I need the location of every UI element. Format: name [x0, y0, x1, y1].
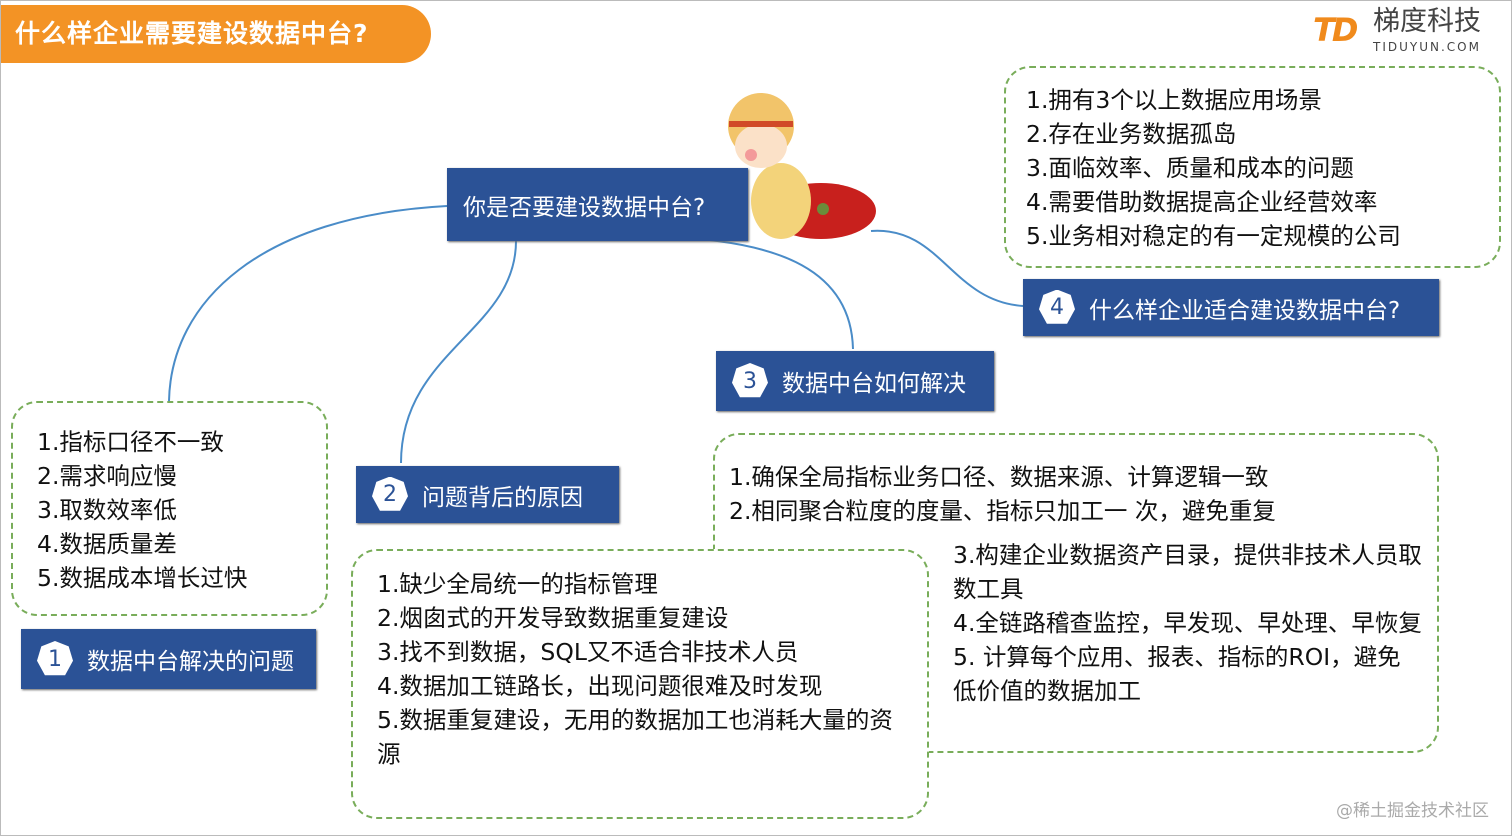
solutions-list-top: 1.确保全局指标业务口径、数据来源、计算逻辑一致 2.相同聚合粒度的度量、指标只… [729, 460, 1276, 528]
problems-list: 1.指标口径不一致 2.需求响应慢 3.取数效率低 4.数据质量差 5.数据成本… [37, 425, 247, 595]
list-item: 1.指标口径不一致 [37, 428, 224, 456]
list-item: 2.烟囱式的开发导致数据重复建设 [377, 604, 729, 632]
logo: TD 梯度科技 TIDUYUN.COM [1313, 5, 1503, 61]
number-badge: 3 [732, 363, 768, 398]
logo-domain: TIDUYUN.COM [1373, 40, 1481, 54]
node-2: 2 问题背后的原因 [356, 466, 619, 523]
solutions-list-bottom: 3.构建企业数据资产目录，提供非技术人员取数工具 4.全链路稽查监控，早发现、早… [953, 538, 1423, 708]
list-item: 2.存在业务数据孤岛 [1026, 120, 1237, 148]
list-item: 4.全链路稽查监控，早发现、早处理、早恢复 [953, 609, 1422, 637]
node-label: 什么样企业适合建设数据中台? [1089, 297, 1401, 324]
suitable-companies-list: 1.拥有3个以上数据应用场景 2.存在业务数据孤岛 3.面临效率、质量和成本的问… [1026, 83, 1401, 253]
list-item: 1.拥有3个以上数据应用场景 [1026, 86, 1322, 114]
node-label: 数据中台解决的问题 [87, 649, 294, 675]
problems-box: 1.指标口径不一致 2.需求响应慢 3.取数效率低 4.数据质量差 5.数据成本… [11, 401, 328, 616]
number-badge: 1 [37, 641, 73, 676]
central-question-node: 你是否要建设数据中台? [447, 168, 748, 241]
list-item: 3.面临效率、质量和成本的问题 [1026, 154, 1354, 182]
list-item: 4.需要借助数据提高企业经营效率 [1026, 188, 1378, 216]
connector-3 [665, 236, 854, 350]
list-item: 3.找不到数据，SQL又不适合非技术人员 [377, 638, 799, 666]
number-badge: 2 [372, 476, 408, 511]
list-item: 5.业务相对稳定的有一定规模的公司 [1026, 222, 1401, 250]
node-1: 1 数据中台解决的问题 [21, 629, 316, 689]
node-label: 问题背后的原因 [422, 484, 583, 511]
list-item: 5.数据重复建设，无用的数据加工也消耗大量的资源 [377, 706, 893, 768]
list-item: 3.取数效率低 [37, 496, 177, 524]
list-item: 1.确保全局指标业务口径、数据来源、计算逻辑一致 [729, 463, 1269, 491]
list-item: 3.构建企业数据资产目录，提供非技术人员取数工具 [953, 541, 1422, 603]
list-item: 4.数据质量差 [37, 530, 177, 558]
node-3: 3 数据中台如何解决 [716, 351, 994, 411]
list-item: 4.数据加工链路长，出现问题很难及时发现 [377, 672, 823, 700]
suitable-companies-box: 1.拥有3个以上数据应用场景 2.存在业务数据孤岛 3.面临效率、质量和成本的问… [1004, 66, 1501, 268]
child-illustration-icon [728, 93, 876, 239]
causes-box: 1.缺少全局统一的指标管理 2.烟囱式的开发导致数据重复建设 3.找不到数据，S… [351, 549, 929, 819]
watermark: @稀土掘金技术社区 [1336, 801, 1489, 821]
number-badge: 4 [1039, 289, 1075, 324]
connector-2 [400, 240, 517, 464]
list-item: 2.相同聚合粒度的度量、指标只加工一 次，避免重复 [729, 497, 1276, 525]
node-label: 数据中台如何解决 [782, 371, 966, 397]
logo-mark: TD [1313, 11, 1358, 49]
list-item: 5.数据成本增长过快 [37, 564, 248, 592]
list-item: 5. 计算每个应用、报表、指标的ROI，避免低价值的数据加工 [953, 643, 1401, 705]
list-item: 2.需求响应慢 [37, 462, 177, 490]
connector-4 [870, 229, 1024, 307]
list-item: 1.缺少全局统一的指标管理 [377, 570, 658, 598]
logo-name: 梯度科技 [1373, 6, 1481, 37]
node-4: 4 什么样企业适合建设数据中台? [1023, 279, 1439, 336]
central-question-label: 你是否要建设数据中台? [463, 194, 706, 221]
logo-text: 梯度科技 TIDUYUN.COM [1373, 5, 1501, 55]
connector-1 [168, 205, 448, 402]
causes-list: 1.缺少全局统一的指标管理 2.烟囱式的开发导致数据重复建设 3.找不到数据，S… [377, 567, 897, 771]
page-title: 什么样企业需要建设数据中台? [1, 5, 431, 63]
